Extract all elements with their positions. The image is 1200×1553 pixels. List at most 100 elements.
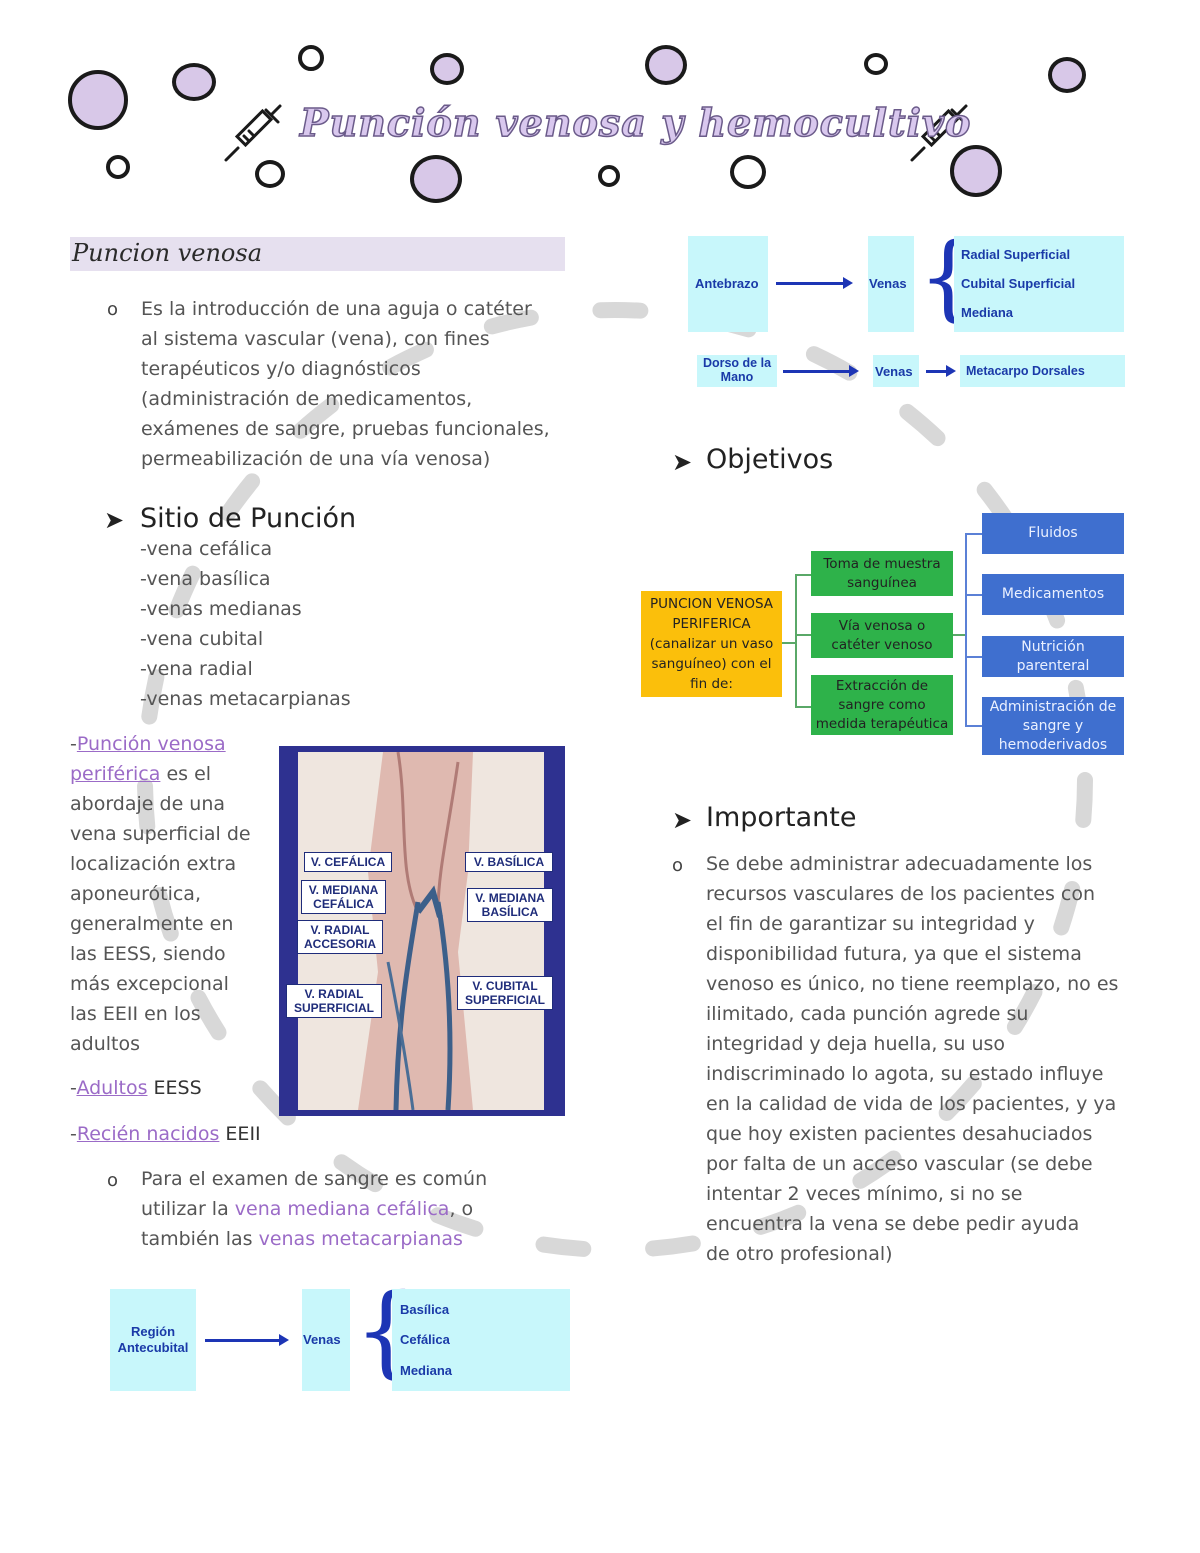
section-title: Puncion venosa <box>72 239 263 267</box>
label-v-basilica: V. BASÍLICA <box>465 852 553 872</box>
intro-paragraph: Es la introducción de una aguja o catéte… <box>141 294 581 474</box>
arrow-bullet-icon: ➤ <box>672 806 693 834</box>
adultos-line: -Adultos EESS <box>70 1077 202 1099</box>
text-line: generalmente en <box>70 913 234 935</box>
list-item: -venas metacarpianas <box>140 688 351 710</box>
bubble-decoration <box>106 155 130 179</box>
diagram-box-mid <box>302 1289 350 1391</box>
watermark <box>137 302 1093 1258</box>
diagram-box-source <box>110 1289 196 1391</box>
label-v-radial-accesoria: V. RADIAL ACCESORIA <box>297 920 383 954</box>
text-line: que hoy existen pacientes desahuciados <box>706 1123 1093 1145</box>
text-line: las EESS, siendo <box>70 943 226 965</box>
page-title: Punción venosa y hemocultivo <box>299 99 972 146</box>
diagram-label: Antebrazo <box>695 276 759 291</box>
text-line: disponibilidad futura, ya que el sistema <box>706 943 1082 965</box>
term-link: periférica <box>70 763 161 785</box>
connector-line <box>965 533 967 726</box>
highlight-term: vena mediana cefálica <box>234 1198 450 1220</box>
diagram-box-source <box>697 355 777 387</box>
recien-line: -Recién nacidos EEII <box>70 1123 261 1145</box>
text-line: recursos vasculares de los pacientes con <box>706 883 1096 905</box>
arrow-bullet-icon: ➤ <box>104 506 125 534</box>
objetivo-green-box: Toma de muestra sanguínea <box>811 551 953 596</box>
diagram-box-target <box>960 355 1125 387</box>
list-item: -vena cubital <box>140 628 264 650</box>
term-link: Recién nacidos <box>76 1123 220 1145</box>
importante-heading: Importante <box>706 802 857 833</box>
bubble-decoration <box>864 53 888 75</box>
diagram-box-mid <box>873 355 919 387</box>
diagram-arrow <box>926 365 956 377</box>
text-line: terapéuticos y/o diagnósticos <box>141 358 421 380</box>
connector-line <box>965 594 983 596</box>
connector-line <box>795 706 812 708</box>
text-line: abordaje de una <box>70 793 226 815</box>
bubble-decoration <box>430 53 464 85</box>
connector-line <box>952 634 966 636</box>
arm-illustration <box>358 752 473 1110</box>
bubble-decoration <box>255 160 285 188</box>
text-line: en la calidad de vida de los pacientes, … <box>706 1093 1117 1115</box>
text-line: integridad y deja huella, su uso <box>706 1033 1006 1055</box>
bubble-decoration <box>410 155 462 203</box>
bubble-decoration <box>645 45 687 85</box>
diagram-label: Venas <box>869 276 907 291</box>
text-line: vena superficial de <box>70 823 251 845</box>
connector-line <box>965 533 983 535</box>
connector-line <box>965 656 983 658</box>
objetivo-blue-box: Nutrición parenteral <box>982 636 1124 677</box>
bubble-decoration <box>298 45 324 71</box>
text-line: (administración de medicamentos, <box>141 388 473 410</box>
sitio-list: -vena cefálica -vena basílica -venas med… <box>140 534 351 714</box>
diagram-arrow <box>205 1334 289 1346</box>
periferica-paragraph: -Punción venosa periférica es el abordaj… <box>70 729 270 1059</box>
text-line: localización extra <box>70 853 237 875</box>
text-line: intentar 2 veces mínimo, si no se <box>706 1183 1023 1205</box>
diagram-box-mid <box>868 236 914 332</box>
text-line: ilimitado, cada punción agrede su <box>706 1003 1029 1025</box>
objetivo-green-box: Vía venosa o catéter venoso <box>811 613 953 658</box>
text-line: Se debe administrar adecuadamente los <box>706 853 1093 875</box>
bubble-decoration <box>68 70 128 130</box>
bubble-decoration <box>172 63 216 101</box>
diagram-box-items <box>392 1289 570 1391</box>
text-line: indiscriminado lo agota, su estado influ… <box>706 1063 1104 1085</box>
bullet-marker: o <box>107 1170 119 1191</box>
diagram-arrow <box>783 365 859 377</box>
diagram-label: Dorso de la Mano <box>702 356 772 384</box>
diagram-label: Región Antecubital <box>117 1324 189 1355</box>
text-line: Para el examen de sangre es común <box>141 1168 488 1190</box>
arrow-bullet-icon: ➤ <box>672 448 693 476</box>
objetivo-blue-box: Administración de sangre y hemoderivados <box>982 697 1124 755</box>
diagram-item: Cefálica <box>400 1332 450 1347</box>
bubble-decoration <box>730 155 766 189</box>
objetivo-blue-box: Medicamentos <box>982 574 1124 615</box>
list-item: -vena radial <box>140 658 253 680</box>
text-line: permeabilización de una vía venosa) <box>141 448 491 470</box>
diagram-item: Basílica <box>400 1302 450 1317</box>
bullet-marker: o <box>107 299 119 320</box>
label-v-mediana-basilica: V. MEDIANA BASÍLICA <box>467 888 553 922</box>
objetivos-heading: Objetivos <box>706 444 834 475</box>
text-line: las EEII en los <box>70 1003 201 1025</box>
label-v-cefalica: V. CEFÁLICA <box>304 852 392 872</box>
connector-line <box>795 574 797 708</box>
text-line: adultos <box>70 1033 140 1055</box>
diagram-box-source <box>688 236 768 332</box>
text-line: venoso es único, no tiene reemplazo, no … <box>706 973 1119 995</box>
term-link: Punción venosa <box>76 733 226 755</box>
text-line: por falta de un acceso vascular (se debe <box>706 1153 1093 1175</box>
list-item: -venas medianas <box>140 598 302 620</box>
diagram-label: Metacarpo Dorsales <box>966 364 1085 378</box>
sitio-heading: Sitio de Punción <box>140 503 357 534</box>
text-line: aponeurótica, <box>70 883 201 905</box>
connector-line <box>965 725 983 727</box>
diagram-item: Cubital Superficial <box>961 276 1076 291</box>
examen-paragraph: Para el examen de sangre es común utiliz… <box>141 1164 581 1254</box>
list-item: -vena cefálica <box>140 538 273 560</box>
text-line: el fin de garantizar su integridad y <box>706 913 1035 935</box>
diagram-item: Mediana <box>400 1363 453 1378</box>
connector-line <box>795 574 812 576</box>
bubble-decoration <box>950 145 1002 197</box>
